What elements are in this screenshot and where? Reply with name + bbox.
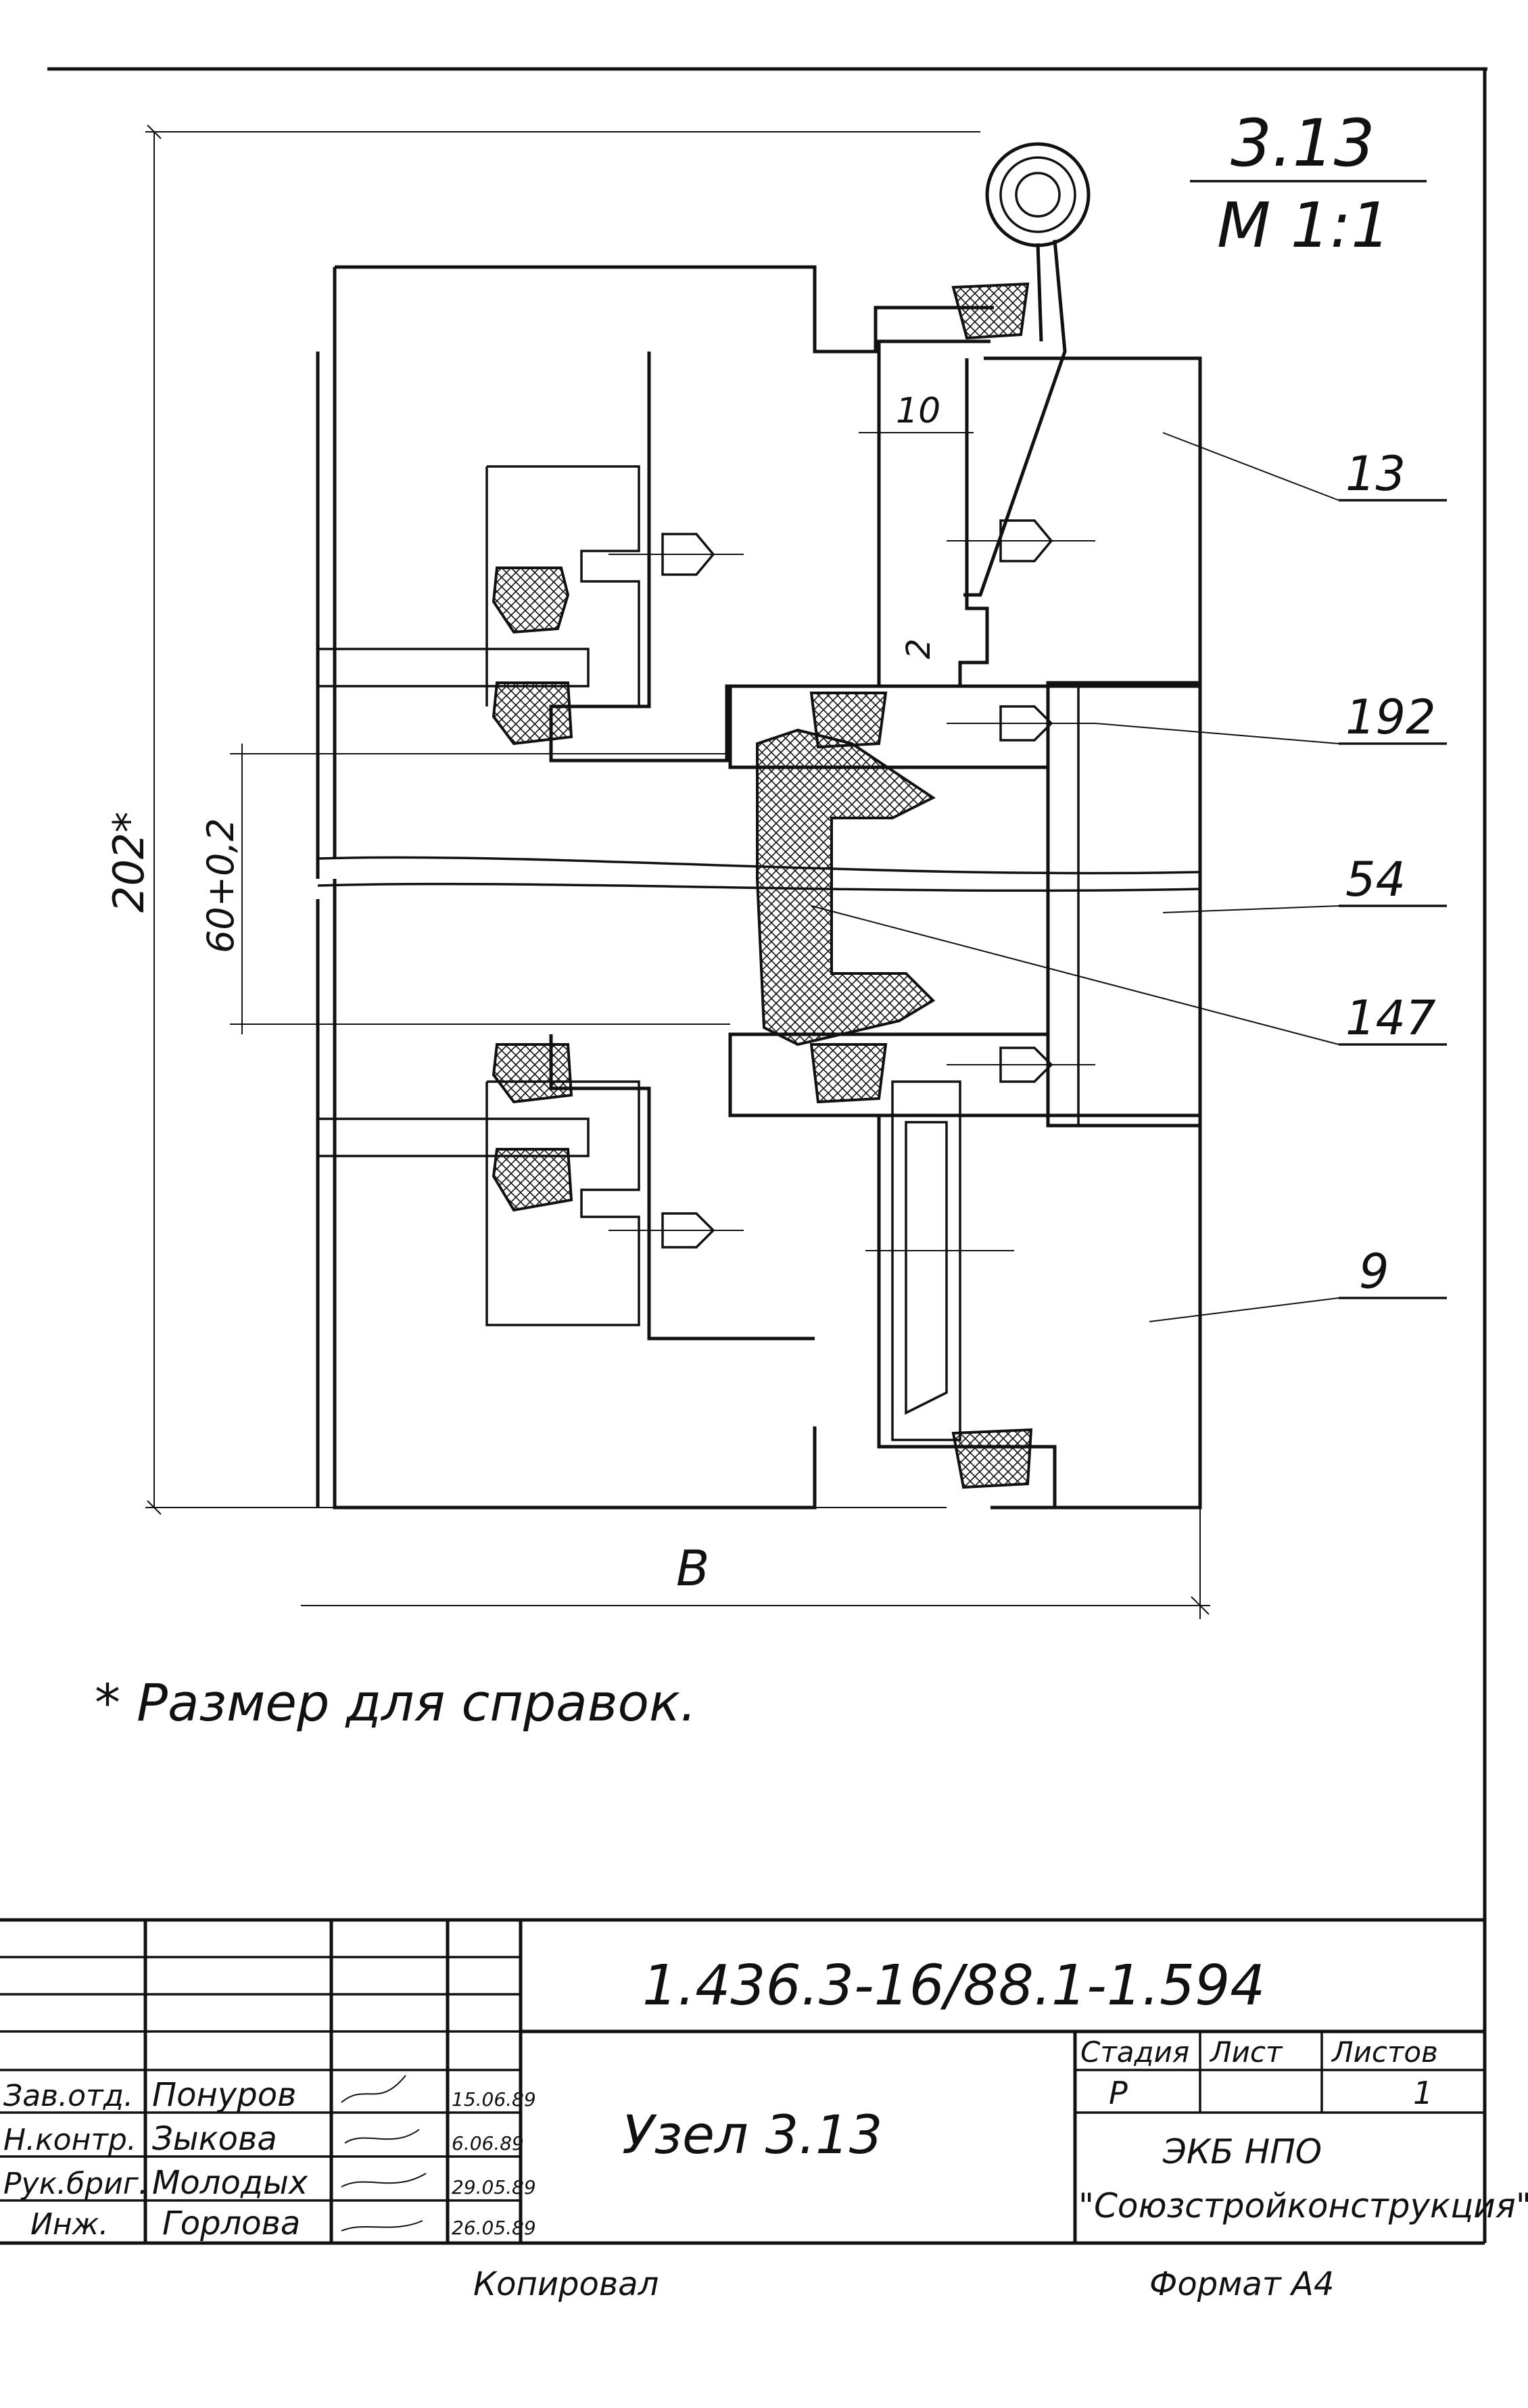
left-frame-profile bbox=[335, 265, 994, 354]
organization-line-2: "Союзстройконструкция" bbox=[1078, 2186, 1528, 2225]
stage-header: Стадия bbox=[1080, 2036, 1189, 2069]
dim-2: 2 bbox=[900, 638, 938, 659]
glass-pane-upper bbox=[316, 648, 590, 688]
dim-gap: 60+0,2 bbox=[199, 818, 242, 953]
dim-overall-height: 202* bbox=[104, 812, 153, 913]
date-inzh: 26.05.89 bbox=[452, 2217, 536, 2239]
sheets-header: Листов bbox=[1331, 2036, 1438, 2069]
name-ruk-brig: Молодых bbox=[152, 2164, 308, 2202]
assembly-drawing bbox=[316, 142, 1202, 1510]
callout-54: 54 bbox=[1345, 852, 1406, 907]
name-n-kontr: Зыкова bbox=[152, 2120, 277, 2158]
title-block: 1.436.3-16/88.1-1.594 Узел 3.13 Стадия Л… bbox=[0, 1918, 1528, 2245]
callout-192: 192 bbox=[1345, 690, 1436, 745]
role-inzh: Инж. bbox=[30, 2207, 108, 2242]
organization-line-1: ЭКБ НПО bbox=[1162, 2132, 1322, 2171]
gasket-top-left bbox=[492, 567, 570, 634]
role-zav-otd: Зав.отд. bbox=[3, 2079, 133, 2113]
block-13 bbox=[958, 356, 1202, 688]
upper-sash bbox=[549, 339, 990, 763]
callout-9: 9 bbox=[1359, 1244, 1389, 1299]
name-zav-otd: Понуров bbox=[152, 2076, 296, 2114]
callout-labels: 13 192 54 147 9 bbox=[1345, 446, 1436, 1299]
role-n-kontr: Н.контр. bbox=[3, 2123, 137, 2157]
date-zav-otd: 15.06.89 bbox=[452, 2088, 536, 2111]
date-ruk-brig: 29.05.89 bbox=[452, 2176, 536, 2198]
lower-sash bbox=[549, 1034, 815, 1341]
detail-scale: M 1:1 bbox=[1217, 189, 1391, 262]
dimensions: 202* 60+0,2 B 10 2 bbox=[104, 124, 1210, 1619]
reference-note: * Размер для справок. bbox=[95, 1672, 696, 1733]
signature-scribble bbox=[341, 2075, 427, 2232]
screw-13 bbox=[999, 519, 1053, 562]
detail-header: 3.13 M 1:1 bbox=[1190, 105, 1427, 262]
stage-value: Р bbox=[1109, 2075, 1128, 2111]
dim-10: 10 bbox=[896, 391, 940, 431]
node-title: Узел 3.13 bbox=[622, 2105, 882, 2166]
sheet-frame bbox=[47, 67, 1487, 2243]
block-9 bbox=[877, 1113, 1202, 1510]
sheet-header: Лист bbox=[1209, 2036, 1283, 2069]
detail-number: 3.13 bbox=[1231, 105, 1375, 181]
callout-leaders bbox=[811, 432, 1447, 1322]
copied-by: Копировал bbox=[473, 2265, 659, 2303]
sheet-format: Формат А4 bbox=[1149, 2265, 1334, 2303]
name-inzh: Горлова bbox=[162, 2205, 300, 2242]
glass-pane-lower bbox=[316, 1117, 590, 1157]
hinge-ring bbox=[985, 142, 1091, 247]
date-n-kontr: 6.06.89 bbox=[452, 2132, 524, 2154]
sheets-value: 1 bbox=[1413, 2075, 1433, 2111]
callout-147: 147 bbox=[1345, 990, 1436, 1046]
dim-width: B bbox=[676, 1540, 709, 1597]
callout-13: 13 bbox=[1345, 446, 1406, 502]
role-ruk-brig: Рук.бриг. bbox=[3, 2167, 148, 2201]
seal-147 bbox=[756, 728, 936, 1046]
drawing-designation: 1.436.3-16/88.1-1.594 bbox=[642, 1954, 1265, 2018]
